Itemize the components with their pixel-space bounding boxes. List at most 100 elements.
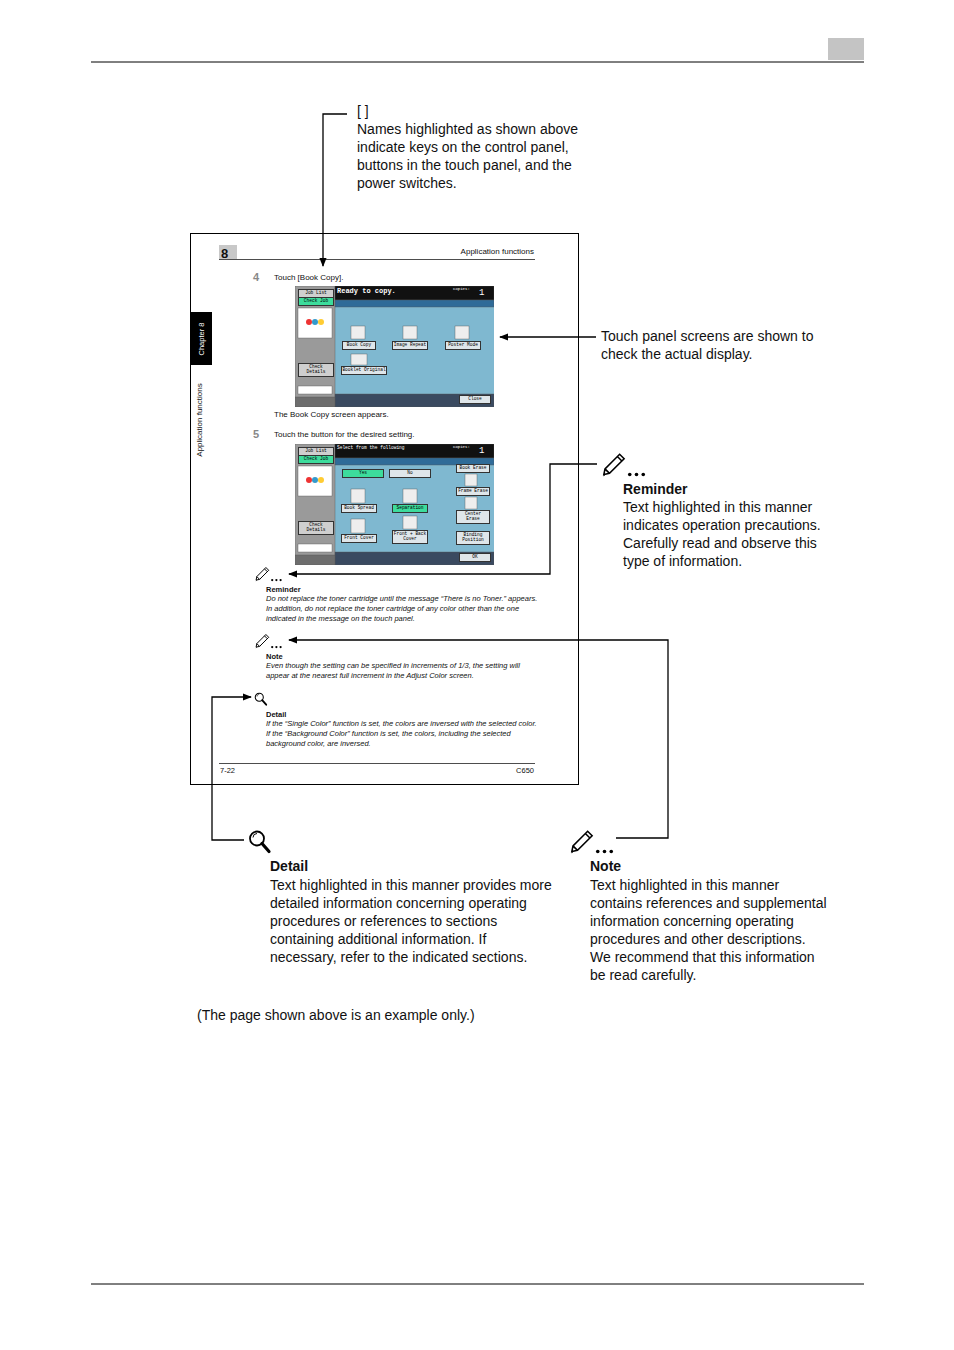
screen-panel bbox=[295, 397, 335, 407]
reminder-icon bbox=[603, 454, 645, 476]
thumbnail-mark bbox=[306, 319, 312, 325]
step-number: 5 bbox=[253, 427, 259, 441]
step-text: Touch [Book Copy]. bbox=[274, 273, 343, 283]
screen-panel bbox=[335, 286, 494, 300]
touch-panel-screen: Job ListCheck JobSelect from the followi… bbox=[295, 444, 494, 565]
step-text: Touch the button for the desired setting… bbox=[274, 430, 415, 440]
screen-panel bbox=[455, 326, 469, 339]
screen-panel bbox=[298, 308, 332, 338]
screen-button: Poster Mode bbox=[445, 341, 481, 350]
screen-button: Yes bbox=[342, 469, 384, 478]
screen-panel bbox=[335, 552, 494, 565]
callout-text: Text highlighted in this manner provides… bbox=[270, 877, 552, 967]
detail-icon bbox=[250, 832, 269, 852]
chapter-tab-label: Chapter 8 bbox=[197, 322, 207, 355]
example-header-rule bbox=[219, 259, 535, 260]
screen-button: Booklet Original bbox=[341, 366, 387, 375]
callout-text: Text highlighted in this manner contains… bbox=[590, 877, 830, 984]
callout-text: Touch panel screens are shown to check t… bbox=[601, 328, 829, 364]
screen-button: Book Spread bbox=[341, 504, 377, 513]
side-label: Application functions bbox=[195, 383, 205, 456]
note-body: Even though the setting can be specified… bbox=[266, 661, 542, 681]
screen-button: Check Details bbox=[298, 521, 334, 535]
thumbnail-mark bbox=[318, 319, 324, 325]
callout-heading: Detail bbox=[270, 858, 308, 876]
note-icon bbox=[571, 831, 613, 853]
screen-text: 1 bbox=[479, 447, 484, 457]
screen-panel bbox=[295, 286, 335, 407]
page-tab bbox=[828, 38, 864, 60]
screen-button: Check Details bbox=[298, 363, 334, 377]
chapter-tab: Chapter 8 bbox=[191, 312, 212, 365]
callout-text: Text highlighted in this manner indicate… bbox=[623, 499, 838, 571]
screen-button: Book Copy bbox=[342, 341, 376, 350]
screen-text: Ready to copy. bbox=[337, 288, 396, 296]
screen-panel bbox=[298, 466, 332, 496]
screen-panel bbox=[403, 489, 417, 503]
screen-button: Frame Erase bbox=[456, 487, 490, 496]
leader-line bbox=[212, 697, 251, 840]
leader-line bbox=[323, 114, 347, 266]
step-number: 4 bbox=[253, 270, 259, 284]
screen-panel bbox=[335, 300, 494, 307]
screen-panel bbox=[335, 394, 494, 407]
screen-panel bbox=[298, 386, 332, 394]
callout-text: Names highlighted as shown above indicat… bbox=[357, 121, 597, 193]
screen-text: Copies: bbox=[453, 287, 470, 291]
model-name: C650 bbox=[516, 766, 534, 776]
example-page-ground bbox=[191, 234, 580, 786]
screen-panel bbox=[465, 497, 477, 509]
screen-button: Check Job bbox=[298, 297, 334, 306]
caption: (The page shown above is an example only… bbox=[197, 1007, 475, 1025]
screen-panel bbox=[351, 326, 365, 339]
callout-heading: Note bbox=[590, 858, 621, 876]
example-footer-rule bbox=[219, 763, 535, 764]
reminder-icon bbox=[256, 568, 282, 582]
screen-button: Binding Position bbox=[456, 531, 490, 545]
screen-button: Separation bbox=[392, 504, 428, 513]
screen-panel bbox=[403, 326, 417, 339]
thumbnail-mark bbox=[312, 319, 318, 325]
screen-button: No bbox=[389, 469, 431, 478]
detail-icon bbox=[255, 693, 266, 705]
screen-button: Front + Back Cover bbox=[392, 530, 428, 544]
note-body: If the “Single Color” function is set, t… bbox=[266, 719, 542, 749]
screen-text: 1 bbox=[479, 289, 484, 299]
screen-panel bbox=[351, 519, 365, 533]
thumbnail-mark bbox=[312, 477, 318, 483]
note-icon bbox=[256, 635, 282, 649]
leader-line bbox=[500, 336, 596, 337]
screen-panel bbox=[465, 474, 477, 486]
screen-button: OK bbox=[459, 553, 491, 562]
page-number: 7-22 bbox=[220, 766, 235, 776]
screen-panel bbox=[295, 555, 335, 565]
screen-button: Book Erase bbox=[456, 464, 490, 473]
note-heading: Note bbox=[266, 652, 283, 662]
chapter-number: 8 bbox=[221, 246, 228, 263]
screen-button: Check Job bbox=[298, 455, 334, 464]
header-rule bbox=[91, 62, 864, 63]
callout-heading: Reminder bbox=[623, 481, 688, 499]
bracket-symbol: [ ] bbox=[357, 103, 369, 121]
screen-button: Image Repeat bbox=[392, 341, 428, 350]
screen-button: Front Cover bbox=[341, 534, 377, 543]
screen-text: Copies: bbox=[453, 445, 470, 449]
thumbnail-mark bbox=[306, 477, 312, 483]
step-text: The Book Copy screen appears. bbox=[274, 410, 389, 420]
screen-panel bbox=[403, 516, 417, 529]
screen-text: Select from the following bbox=[337, 446, 405, 451]
running-header: Application functions bbox=[461, 247, 534, 257]
screen-panel bbox=[351, 489, 365, 503]
screen-button: Center Erase bbox=[456, 510, 490, 524]
footer-rule bbox=[91, 1284, 864, 1285]
screen-button: Close bbox=[459, 395, 491, 404]
note-body: Do not replace the toner cartridge until… bbox=[266, 594, 542, 624]
screen-panel bbox=[335, 444, 494, 458]
example-page: 8Application functions4Touch [Book Copy]… bbox=[190, 233, 579, 785]
note-heading: Reminder bbox=[266, 585, 301, 595]
touch-panel-screen: Job ListCheck JobReady to copy.Copies:1B… bbox=[295, 286, 494, 407]
screen-panel bbox=[298, 544, 332, 552]
screen-panel bbox=[295, 444, 335, 565]
thumbnail-mark bbox=[318, 477, 324, 483]
